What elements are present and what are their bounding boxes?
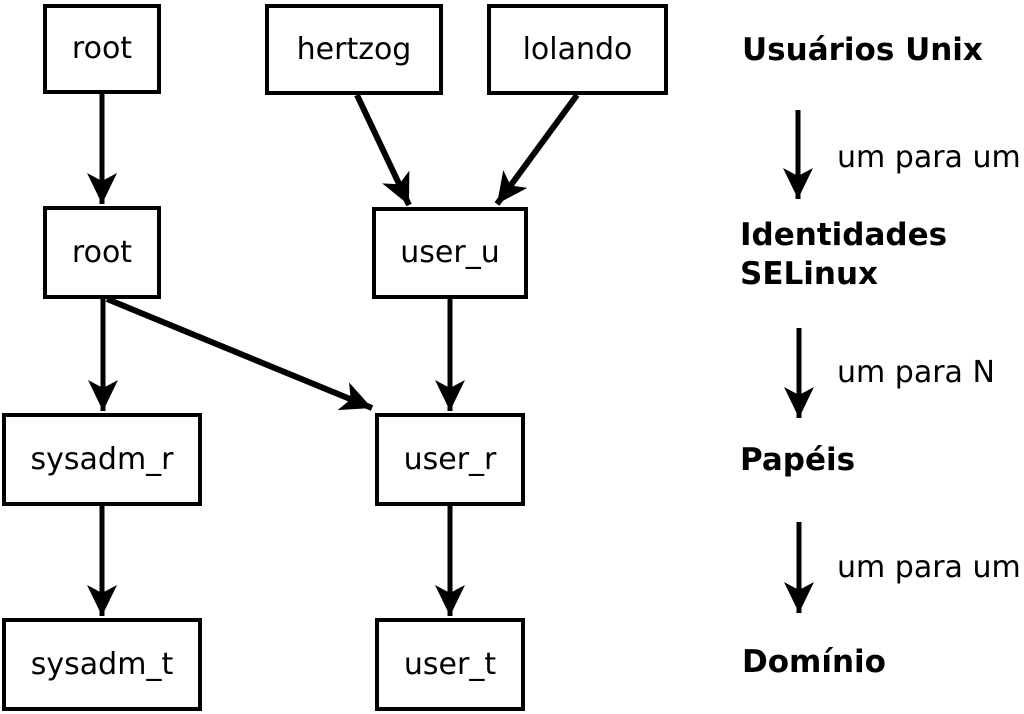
node-sysadm-r-label: sysadm_r: [30, 441, 174, 477]
node-user-t: user_t: [375, 618, 525, 711]
node-lolando-label: lolando: [522, 31, 633, 67]
node-sysadm-t-label: sysadm_t: [30, 646, 174, 682]
node-root-unix-label: root: [71, 31, 133, 66]
node-user-u-label: user_u: [400, 235, 500, 270]
node-root-selinux: root: [43, 206, 161, 299]
node-root-selinux-label: root: [71, 234, 133, 270]
edge-hertzog-to-user-u: [354, 93, 412, 207]
legend-domain: Domínio: [742, 644, 886, 680]
node-user-t-label: user_t: [403, 646, 497, 682]
legend-label-one-to-one-b: um para um: [837, 550, 1021, 585]
node-user-r: user_r: [375, 413, 525, 506]
edge-lolando-to-user-u: [494, 93, 580, 206]
edge-root-selinux-to-user-r: [105, 296, 374, 411]
node-hertzog-label: hertzog: [296, 31, 412, 67]
node-sysadm-r: sysadm_r: [2, 413, 202, 506]
node-root-unix: root: [43, 4, 161, 94]
legend-label-one-to-n: um para N: [837, 355, 995, 390]
node-sysadm-t: sysadm_t: [2, 618, 202, 711]
node-user-r-label: user_r: [403, 441, 497, 477]
node-user-u: user_u: [372, 207, 528, 299]
legend-identities-selinux: Identidades SELinux: [740, 217, 948, 292]
legend-label-one-to-one-a: um para um: [837, 140, 1021, 175]
node-hertzog: hertzog: [265, 4, 443, 95]
node-lolando: lolando: [487, 4, 668, 95]
legend-users-unix: Usuários Unix: [742, 32, 983, 68]
legend-roles: Papéis: [740, 442, 856, 478]
